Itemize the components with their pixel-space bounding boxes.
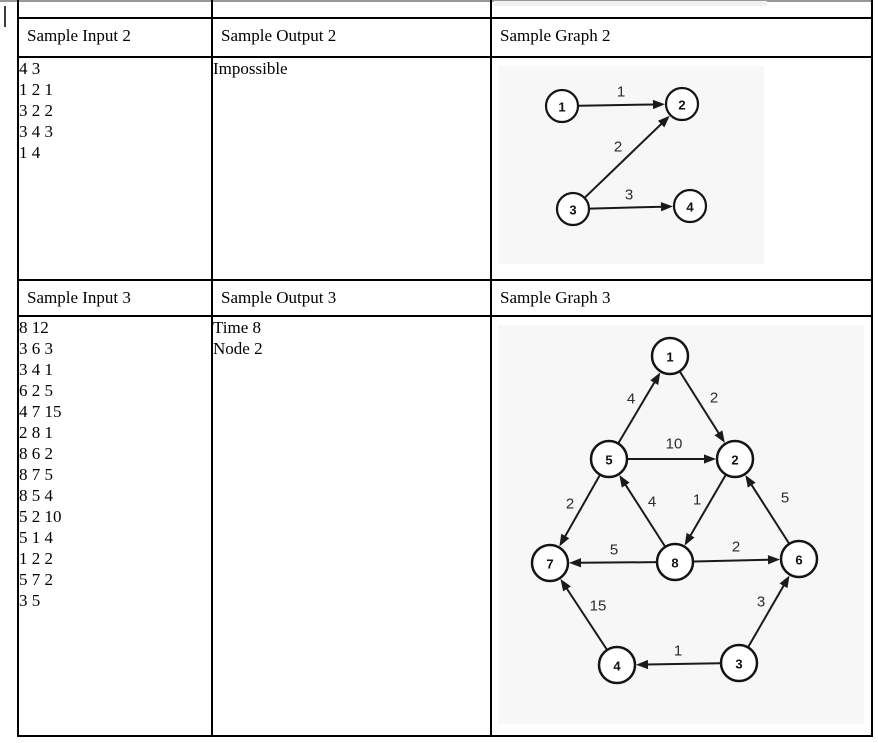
graph-node-label: 3 [735, 657, 742, 672]
edge-weight-label: 2 [614, 139, 622, 156]
sample-graph-2-canvas: 1 2 3 1 2 3 4 [498, 66, 764, 264]
edge-weight-label: 2 [566, 496, 574, 513]
edge-weight-label: 1 [617, 84, 625, 101]
graph-node-label: 2 [678, 98, 685, 113]
graph-node [530, 543, 570, 583]
graph-node-label: 1 [558, 100, 565, 115]
sample-3-content-row: 8 12 3 6 3 3 4 1 6 2 5 4 7 15 2 8 1 8 6 … [17, 315, 873, 737]
graph-node-label: 4 [613, 659, 621, 674]
graph-node-label: 8 [671, 556, 678, 571]
sample-input-2-header: Sample Input 2 [17, 17, 213, 58]
graph-node [719, 643, 759, 683]
edge-weight-label: 3 [757, 594, 765, 611]
edge-weight-label: 5 [610, 542, 618, 559]
cutoff-cell-input [17, 0, 213, 19]
edge-weight-label: 5 [781, 490, 789, 507]
sample-2-content-row: 4 3 1 2 1 3 2 2 3 4 3 1 4 Impossible 1 2 3… [17, 56, 873, 281]
sample-graph-3-header: Sample Graph 3 [490, 279, 873, 317]
edge-weight-label: 4 [627, 391, 635, 408]
edge-weight-label: 15 [590, 598, 607, 615]
edge-weight-label: 1 [674, 643, 682, 660]
graph-node-label: 2 [731, 453, 738, 468]
edge-weight-label: 10 [666, 436, 683, 453]
edge-weight-label: 2 [732, 539, 740, 556]
graph-node [672, 188, 708, 224]
graph-node [555, 191, 591, 227]
sample-graph-2-cell: 1 2 3 1 2 3 4 [490, 56, 873, 281]
sample-graph-2-image: 1 2 3 1 2 3 4 [498, 66, 764, 264]
graph-node-label: 6 [795, 553, 802, 568]
sample-output-3-header: Sample Output 3 [211, 279, 492, 317]
sample-output-2-data: Impossible [211, 56, 492, 281]
graph-node [715, 439, 755, 479]
edge-weight-label: 2 [710, 390, 718, 407]
samples-table: Sample Input 2 Sample Output 2 Sample Gr… [17, 0, 873, 737]
cutoff-row [17, 0, 873, 19]
graph-node-label: 7 [546, 557, 553, 572]
sample-2-header-row: Sample Input 2 Sample Output 2 Sample Gr… [17, 17, 873, 58]
graph-node-label: 4 [686, 200, 694, 215]
cutoff-cell-output [211, 0, 492, 19]
graph-node [544, 88, 580, 124]
graph-node [650, 336, 690, 376]
graph-node [589, 439, 629, 479]
sample-input-3-header: Sample Input 3 [17, 279, 213, 317]
cutoff-cell-graph [490, 0, 873, 19]
graph-node-label: 3 [569, 203, 576, 218]
edge-weight-label: 3 [625, 187, 633, 204]
left-edge-artifact [4, 6, 6, 27]
sample-3-header-row: Sample Input 3 Sample Output 3 Sample Gr… [17, 279, 873, 317]
sample-input-2-data: 4 3 1 2 1 3 2 2 3 4 3 1 4 [17, 56, 213, 281]
graph-node-label: 1 [666, 350, 673, 365]
sample-output-3-data: Time 8 Node 2 [211, 315, 492, 737]
sample-input-3-data: 8 12 3 6 3 3 4 1 6 2 5 4 7 15 2 8 1 8 6 … [17, 315, 213, 737]
graph-node-label: 5 [605, 453, 612, 468]
graph-node [597, 645, 637, 685]
graph-node [655, 542, 695, 582]
sample-output-2-header: Sample Output 2 [211, 17, 492, 58]
edge-weight-label: 4 [648, 494, 656, 511]
graph-node [779, 539, 819, 579]
graph-node [664, 86, 700, 122]
edge-weight-label: 1 [693, 492, 701, 509]
sample-graph-2-header: Sample Graph 2 [490, 17, 873, 58]
